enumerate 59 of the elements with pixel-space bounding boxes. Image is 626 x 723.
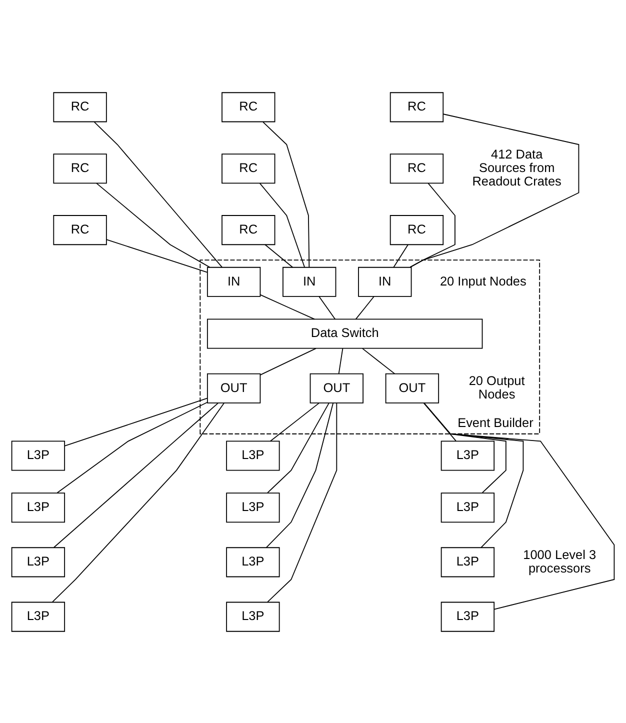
connector — [424, 402, 506, 493]
label: 20 Input Nodes — [440, 272, 526, 288]
node-box: RC — [53, 92, 107, 122]
connector — [64, 397, 208, 446]
connector — [393, 244, 408, 268]
label: 20 Output Nodes — [468, 372, 525, 402]
connector — [267, 402, 330, 493]
node-box: L3P — [440, 492, 495, 522]
connector — [260, 294, 315, 320]
connector — [318, 296, 336, 320]
node-box: OUT — [310, 372, 364, 403]
connector — [53, 402, 218, 548]
node-box: RC — [390, 92, 444, 122]
connector — [264, 244, 294, 268]
connector — [410, 182, 456, 268]
connector — [266, 402, 334, 548]
node-box: L3P — [11, 492, 66, 522]
label: 412 Data Sources from Readout Crates — [472, 146, 562, 188]
node-box: L3P — [440, 546, 495, 577]
connector — [94, 121, 222, 268]
node-box: L3P — [226, 492, 280, 522]
node-box: L3P — [226, 440, 280, 470]
label: 1000 Level 3 processors — [523, 546, 596, 575]
node-box: IN — [206, 266, 261, 296]
node-box: L3P — [226, 601, 280, 632]
connector — [262, 121, 310, 268]
node-box: RC — [222, 153, 276, 184]
node-box: RC — [390, 214, 444, 245]
node-box: L3P — [11, 546, 66, 577]
node-box: L3P — [11, 601, 66, 632]
node-box: L3P — [440, 440, 495, 470]
connector — [424, 402, 524, 548]
connector — [52, 402, 225, 602]
connector — [267, 402, 338, 602]
node-box: RC — [53, 214, 107, 245]
connector — [355, 296, 374, 320]
node-box: L3P — [11, 440, 66, 470]
node-box: OUT — [206, 372, 261, 403]
connector — [424, 402, 456, 441]
node-box: IN — [282, 266, 336, 296]
node-box: RC — [390, 153, 444, 184]
connector — [270, 402, 320, 442]
connector — [56, 401, 208, 493]
node-box: L3P — [440, 601, 495, 632]
connector — [106, 238, 208, 272]
node-box: RC — [222, 92, 276, 122]
connector — [96, 182, 210, 268]
node-box: L3P — [226, 546, 280, 577]
connector — [410, 113, 580, 268]
connector — [259, 182, 305, 268]
node-box: OUT — [385, 372, 440, 403]
connector — [338, 348, 344, 374]
connector — [260, 347, 316, 375]
node-box: RC — [53, 153, 107, 184]
connector — [424, 402, 615, 610]
node-box: IN — [358, 266, 412, 296]
connector — [362, 348, 396, 374]
node-box: Data Switch — [206, 318, 483, 348]
node-box: RC — [222, 214, 276, 245]
